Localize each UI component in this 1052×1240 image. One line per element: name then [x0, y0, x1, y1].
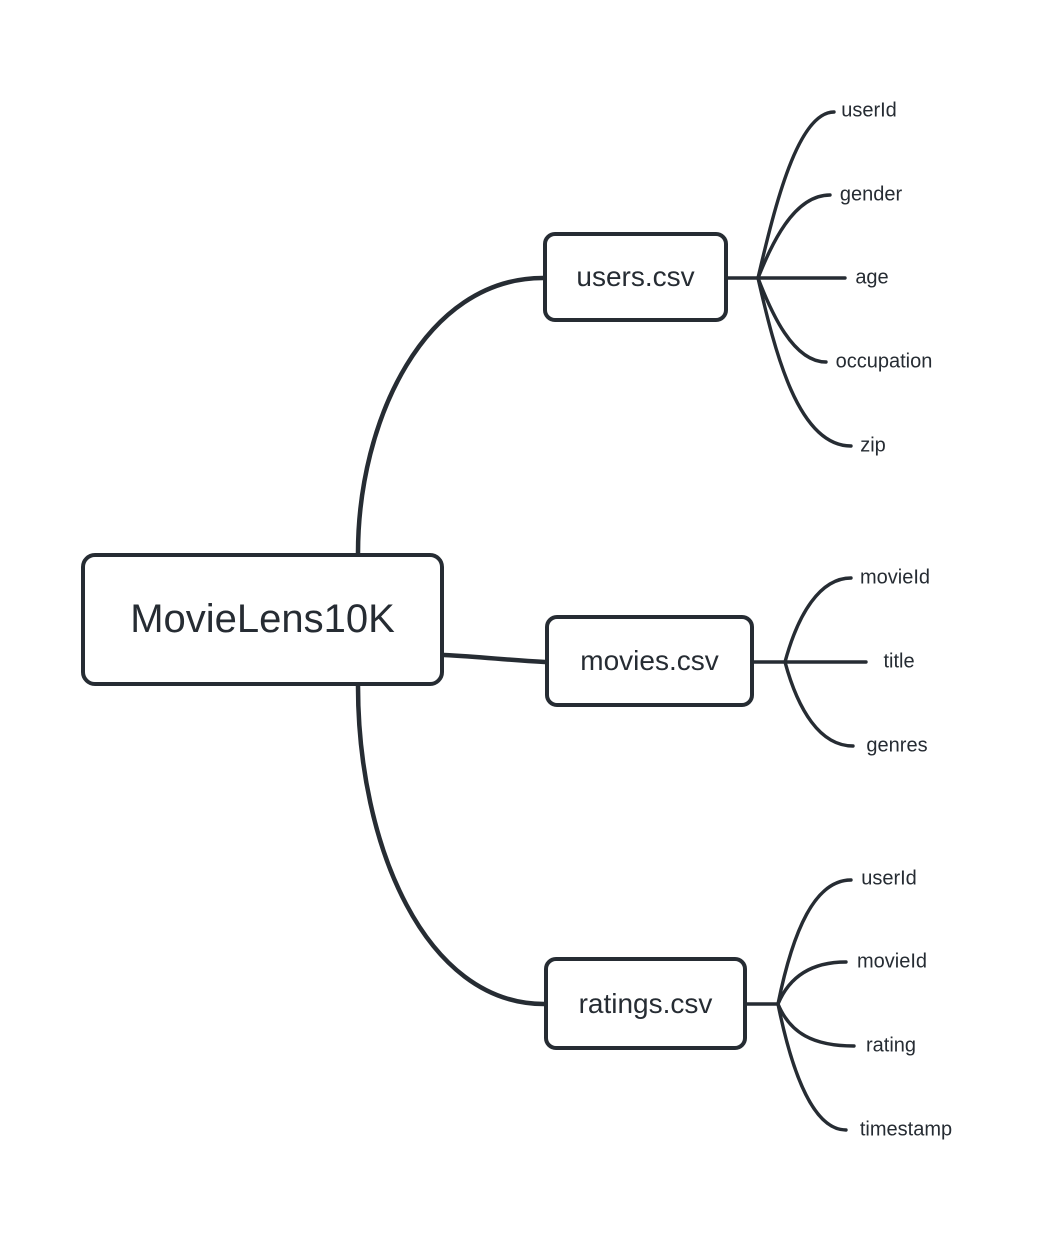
leaf-users-occupation[interactable]: occupation — [835, 350, 933, 373]
leaf-users-zip[interactable]: zip — [860, 434, 886, 457]
edge-ratings-timestamp — [776, 1002, 848, 1132]
leaf-users-gender[interactable]: gender — [839, 183, 903, 206]
node-movies-csv[interactable]: movies.csv — [545, 615, 754, 707]
edge-users-userid — [756, 110, 836, 280]
leaf-ratings-timestamp[interactable]: timestamp — [859, 1118, 953, 1141]
node-users-csv-label: users.csv — [576, 261, 695, 292]
node-ratings-csv[interactable]: ratings.csv — [544, 957, 747, 1050]
leaf-users-userid[interactable]: userId — [841, 99, 897, 122]
leaf-ratings-userid[interactable]: userId — [861, 867, 917, 890]
node-movies-csv-label: movies.csv — [580, 645, 719, 676]
leaf-movies-genres[interactable]: genres — [866, 734, 928, 757]
edge-root-movies — [441, 652, 548, 665]
edge-users-occupation — [756, 276, 828, 364]
leaf-ratings-rating[interactable]: rating — [865, 1034, 917, 1057]
edge-ratings-rating — [776, 1002, 856, 1048]
leaf-movies-title[interactable]: title — [883, 650, 915, 673]
edge-root-ratings — [355, 683, 547, 1007]
edge-ratings-movieid — [776, 960, 848, 1006]
edge-movies-movieid — [783, 576, 853, 664]
node-ratings-csv-label: ratings.csv — [578, 987, 713, 1019]
leaf-ratings-movieid[interactable]: movieId — [856, 950, 928, 973]
edge-users-gender — [756, 193, 832, 280]
edge-users-zip — [756, 276, 853, 448]
edge-movies-genres — [783, 660, 855, 748]
edge-root-users — [355, 275, 546, 556]
node-root[interactable]: MovieLens10K — [81, 553, 444, 686]
node-users-csv[interactable]: users.csv — [543, 232, 728, 322]
node-root-label: MovieLens10K — [130, 597, 395, 641]
leaf-users-age[interactable]: age — [855, 266, 889, 289]
edge-ratings-userid — [776, 878, 853, 1006]
leaf-movies-movieid[interactable]: movieId — [859, 566, 931, 589]
